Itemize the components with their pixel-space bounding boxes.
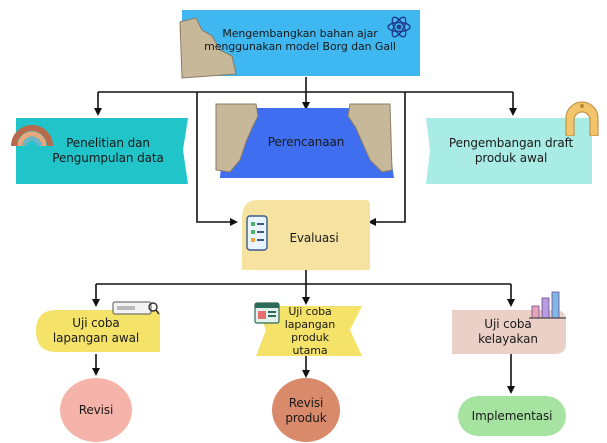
browser-window-icon <box>254 302 280 324</box>
pengembangan-node: Pengembangan draft produk awal <box>436 124 586 178</box>
penelitian-node-label: Penelitian dan Pengumpulan data <box>52 136 164 165</box>
revisi-node-label: Revisi <box>78 402 114 417</box>
implementasi-node-label: Implementasi <box>471 408 553 423</box>
arch-gate-icon <box>565 101 599 136</box>
arrow-left-to-evaluasi <box>196 92 238 226</box>
rainbow-arch-icon <box>11 125 53 146</box>
top-node-label: Mengembangkan bahan ajar menggunakan mod… <box>204 27 396 53</box>
pengembangan-node-label: Pengembangan draft produk awal <box>448 136 574 165</box>
phone-checklist-icon <box>246 215 268 251</box>
perencanaan-node: Perencanaan <box>254 130 358 154</box>
uji-awal-node-label: Uji coba lapangan awal <box>52 316 140 345</box>
uji-awal-node: Uji coba lapangan awal <box>40 312 152 350</box>
uji-utama-node-label: Uji coba lapangan produk utama <box>284 305 336 357</box>
revisi-produk-node-label: Revisi produk <box>285 396 327 425</box>
implementasi-node: Implementasi <box>462 404 562 428</box>
evaluasi-node: Evaluasi <box>274 226 354 250</box>
atom-icon <box>387 16 411 38</box>
arrow-right-to-evaluasi <box>368 92 406 226</box>
uji-kelayakan-node-label: Uji coba kelayakan <box>478 317 538 346</box>
uji-utama-node: Uji coba lapangan produk utama <box>272 305 348 357</box>
revisi-produk-node: Revisi produk <box>274 394 338 428</box>
top-node: Mengembangkan bahan ajar menggunakan mod… <box>200 14 400 66</box>
revisi-node: Revisi <box>62 398 130 422</box>
perencanaan-node-label: Perencanaan <box>267 134 345 149</box>
penelitian-node: Penelitian dan Pengumpulan data <box>36 124 180 178</box>
search-bar-icon <box>112 301 160 315</box>
uji-kelayakan-node: Uji coba kelayakan <box>458 314 558 350</box>
evaluasi-node-label: Evaluasi <box>289 230 339 245</box>
bar-chart-icon <box>529 291 566 319</box>
